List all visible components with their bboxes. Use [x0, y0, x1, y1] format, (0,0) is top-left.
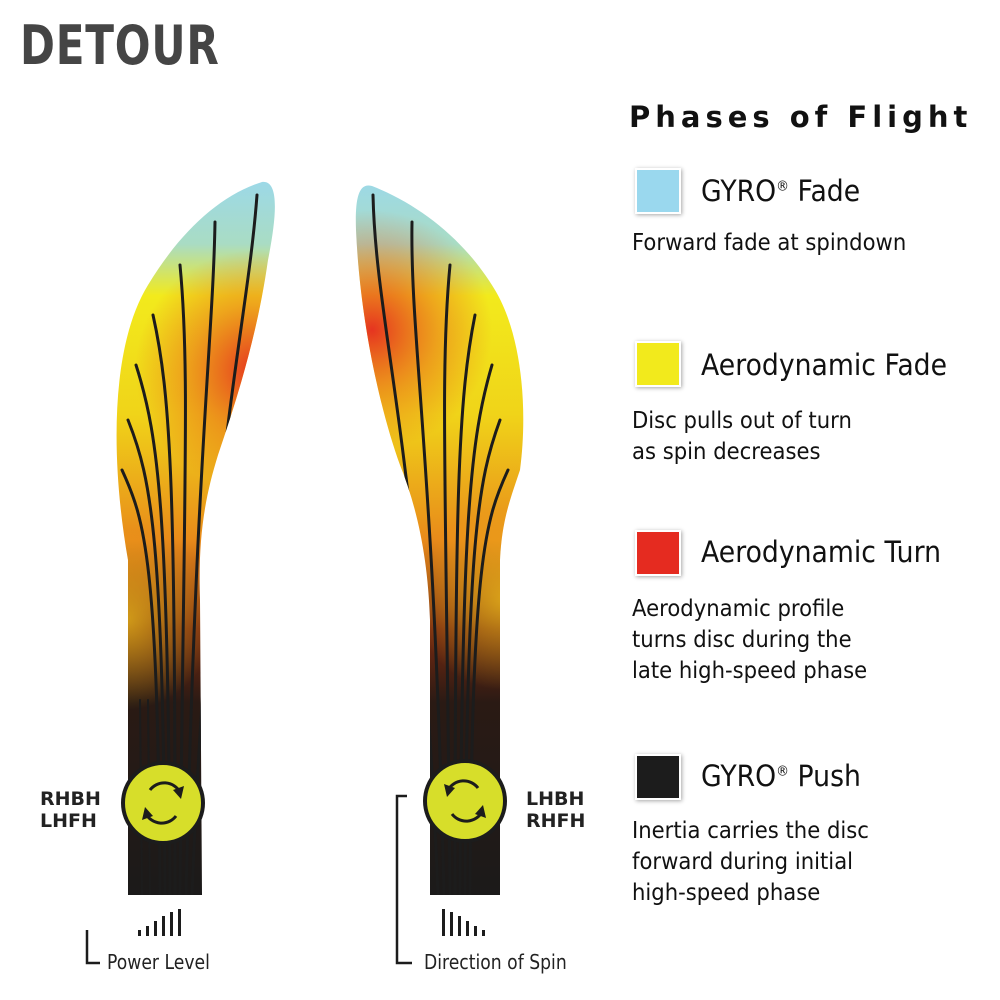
- legend-label-aerodynamic-turn: Aerodynamic Turn: [701, 535, 942, 569]
- legend-swatch-aerodynamic-turn: [635, 530, 681, 576]
- left-throw-types: RHBH LHFH: [40, 788, 101, 832]
- page-title: DETOUR: [20, 14, 220, 77]
- right-spin-indicator: [423, 759, 507, 843]
- right-throw-types: LHBH RHFH: [526, 788, 586, 832]
- direction-of-spin-bracket: [395, 794, 412, 965]
- direction-of-spin-bars-icon: [442, 909, 485, 936]
- legend-label-gyro-fade: GYRO® Fade: [701, 174, 861, 208]
- legend-label-aerodynamic-fade: Aerodynamic Fade: [701, 348, 948, 382]
- power-level-bars-icon: [138, 909, 181, 936]
- power-level-label: Power Level: [107, 950, 210, 974]
- legend-description-aerodynamic-turn: Aerodynamic profile turns disc during th…: [632, 596, 868, 684]
- legend-description-gyro-push: Inertia carries the disc forward during …: [632, 818, 869, 906]
- legend-swatch-gyro-push: [635, 754, 681, 800]
- legend-swatch-gyro-fade: [635, 168, 681, 214]
- legend-swatch-aerodynamic-fade: [635, 341, 681, 387]
- legend-description-aerodynamic-fade: Disc pulls out of turn as spin decreases: [632, 408, 852, 465]
- legend-label-gyro-push: GYRO® Push: [701, 759, 861, 793]
- left-spin-indicator: [121, 761, 205, 845]
- power-level-bracket: [85, 930, 100, 965]
- legend-heading: Phases of Flight: [629, 100, 973, 134]
- direction-of-spin-label: Direction of Spin: [424, 950, 567, 974]
- legend-description-gyro-fade: Forward fade at spindown: [632, 230, 907, 256]
